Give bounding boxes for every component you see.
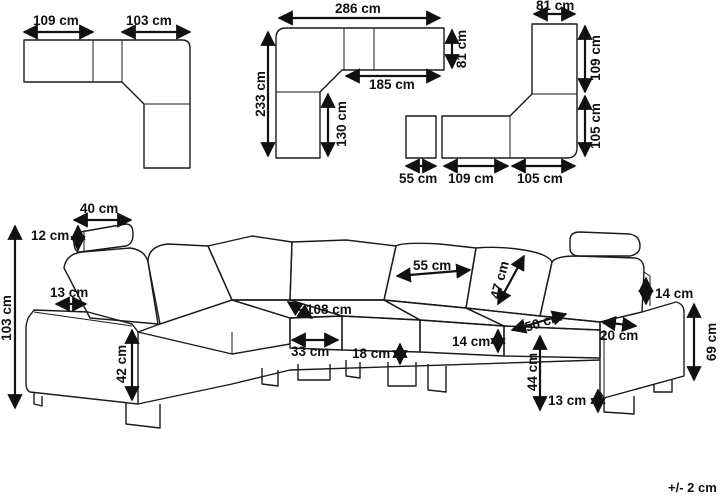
front-arm-rest-height-label: 14 cm [655, 286, 693, 301]
plan-right-upper-height-label: 109 cm [588, 35, 603, 81]
front-corner-depth-label: 50 cm [523, 309, 564, 335]
front-arm-width-label: 13 cm [50, 285, 88, 300]
plan-view-right: 81 cm 109 cm 105 cm 55 cm 109 cm 105 cm [399, 0, 603, 186]
plan-right-lower-height-label: 105 cm [588, 103, 603, 149]
front-seat-inset-label: 33 cm [291, 344, 329, 359]
plan-middle-total-width-label: 286 cm [335, 1, 381, 16]
tolerance-note: +/- 2 cm [668, 480, 717, 495]
plan-view-left: 109 cm 103 cm [22, 13, 192, 169]
plan-middle-depth-label: 81 cm [454, 30, 469, 68]
plan-left-width-a-label: 109 cm [33, 13, 79, 28]
front-headrest-height-label: 12 cm [31, 228, 69, 243]
front-cushion-thickness-label: 18 cm [352, 346, 390, 361]
front-floor-to-seat-label: 44 cm [525, 353, 540, 391]
plan-left-width-b-label: 103 cm [126, 13, 172, 28]
front-back-height-label: 47 cm [487, 259, 511, 300]
plan-view-middle: 286 cm 185 cm 81 cm 233 cm 130 cm [253, 1, 469, 159]
front-arm-depth-label: 20 cm [600, 328, 638, 343]
front-arm-height-label: 69 cm [704, 323, 719, 361]
plan-right-ottoman-width-label: 55 cm [399, 171, 437, 186]
sofa-front-view: 40 cm 12 cm 103 cm 13 cm 108 cm 55 cm 47… [0, 201, 719, 429]
plan-right-section-width-label: 109 cm [448, 171, 494, 186]
front-seat-depth-label: 108 cm [306, 302, 352, 317]
front-total-height-label: 103 cm [0, 295, 14, 341]
plan-right-corner-width-label: 105 cm [517, 171, 563, 186]
front-seat-height-label: 42 cm [114, 345, 129, 383]
front-cushion-height-label: 14 cm [452, 334, 490, 349]
plan-middle-total-height-label: 233 cm [253, 71, 268, 117]
plan-middle-inner-width-label: 185 cm [369, 77, 415, 92]
front-headrest-width-label: 40 cm [80, 201, 118, 216]
plan-right-depth-label: 81 cm [536, 0, 574, 13]
front-leg-height-label: 13 cm [548, 393, 586, 408]
plan-middle-inner-height-label: 130 cm [334, 101, 349, 147]
front-cushion-width-label: 55 cm [413, 258, 451, 273]
